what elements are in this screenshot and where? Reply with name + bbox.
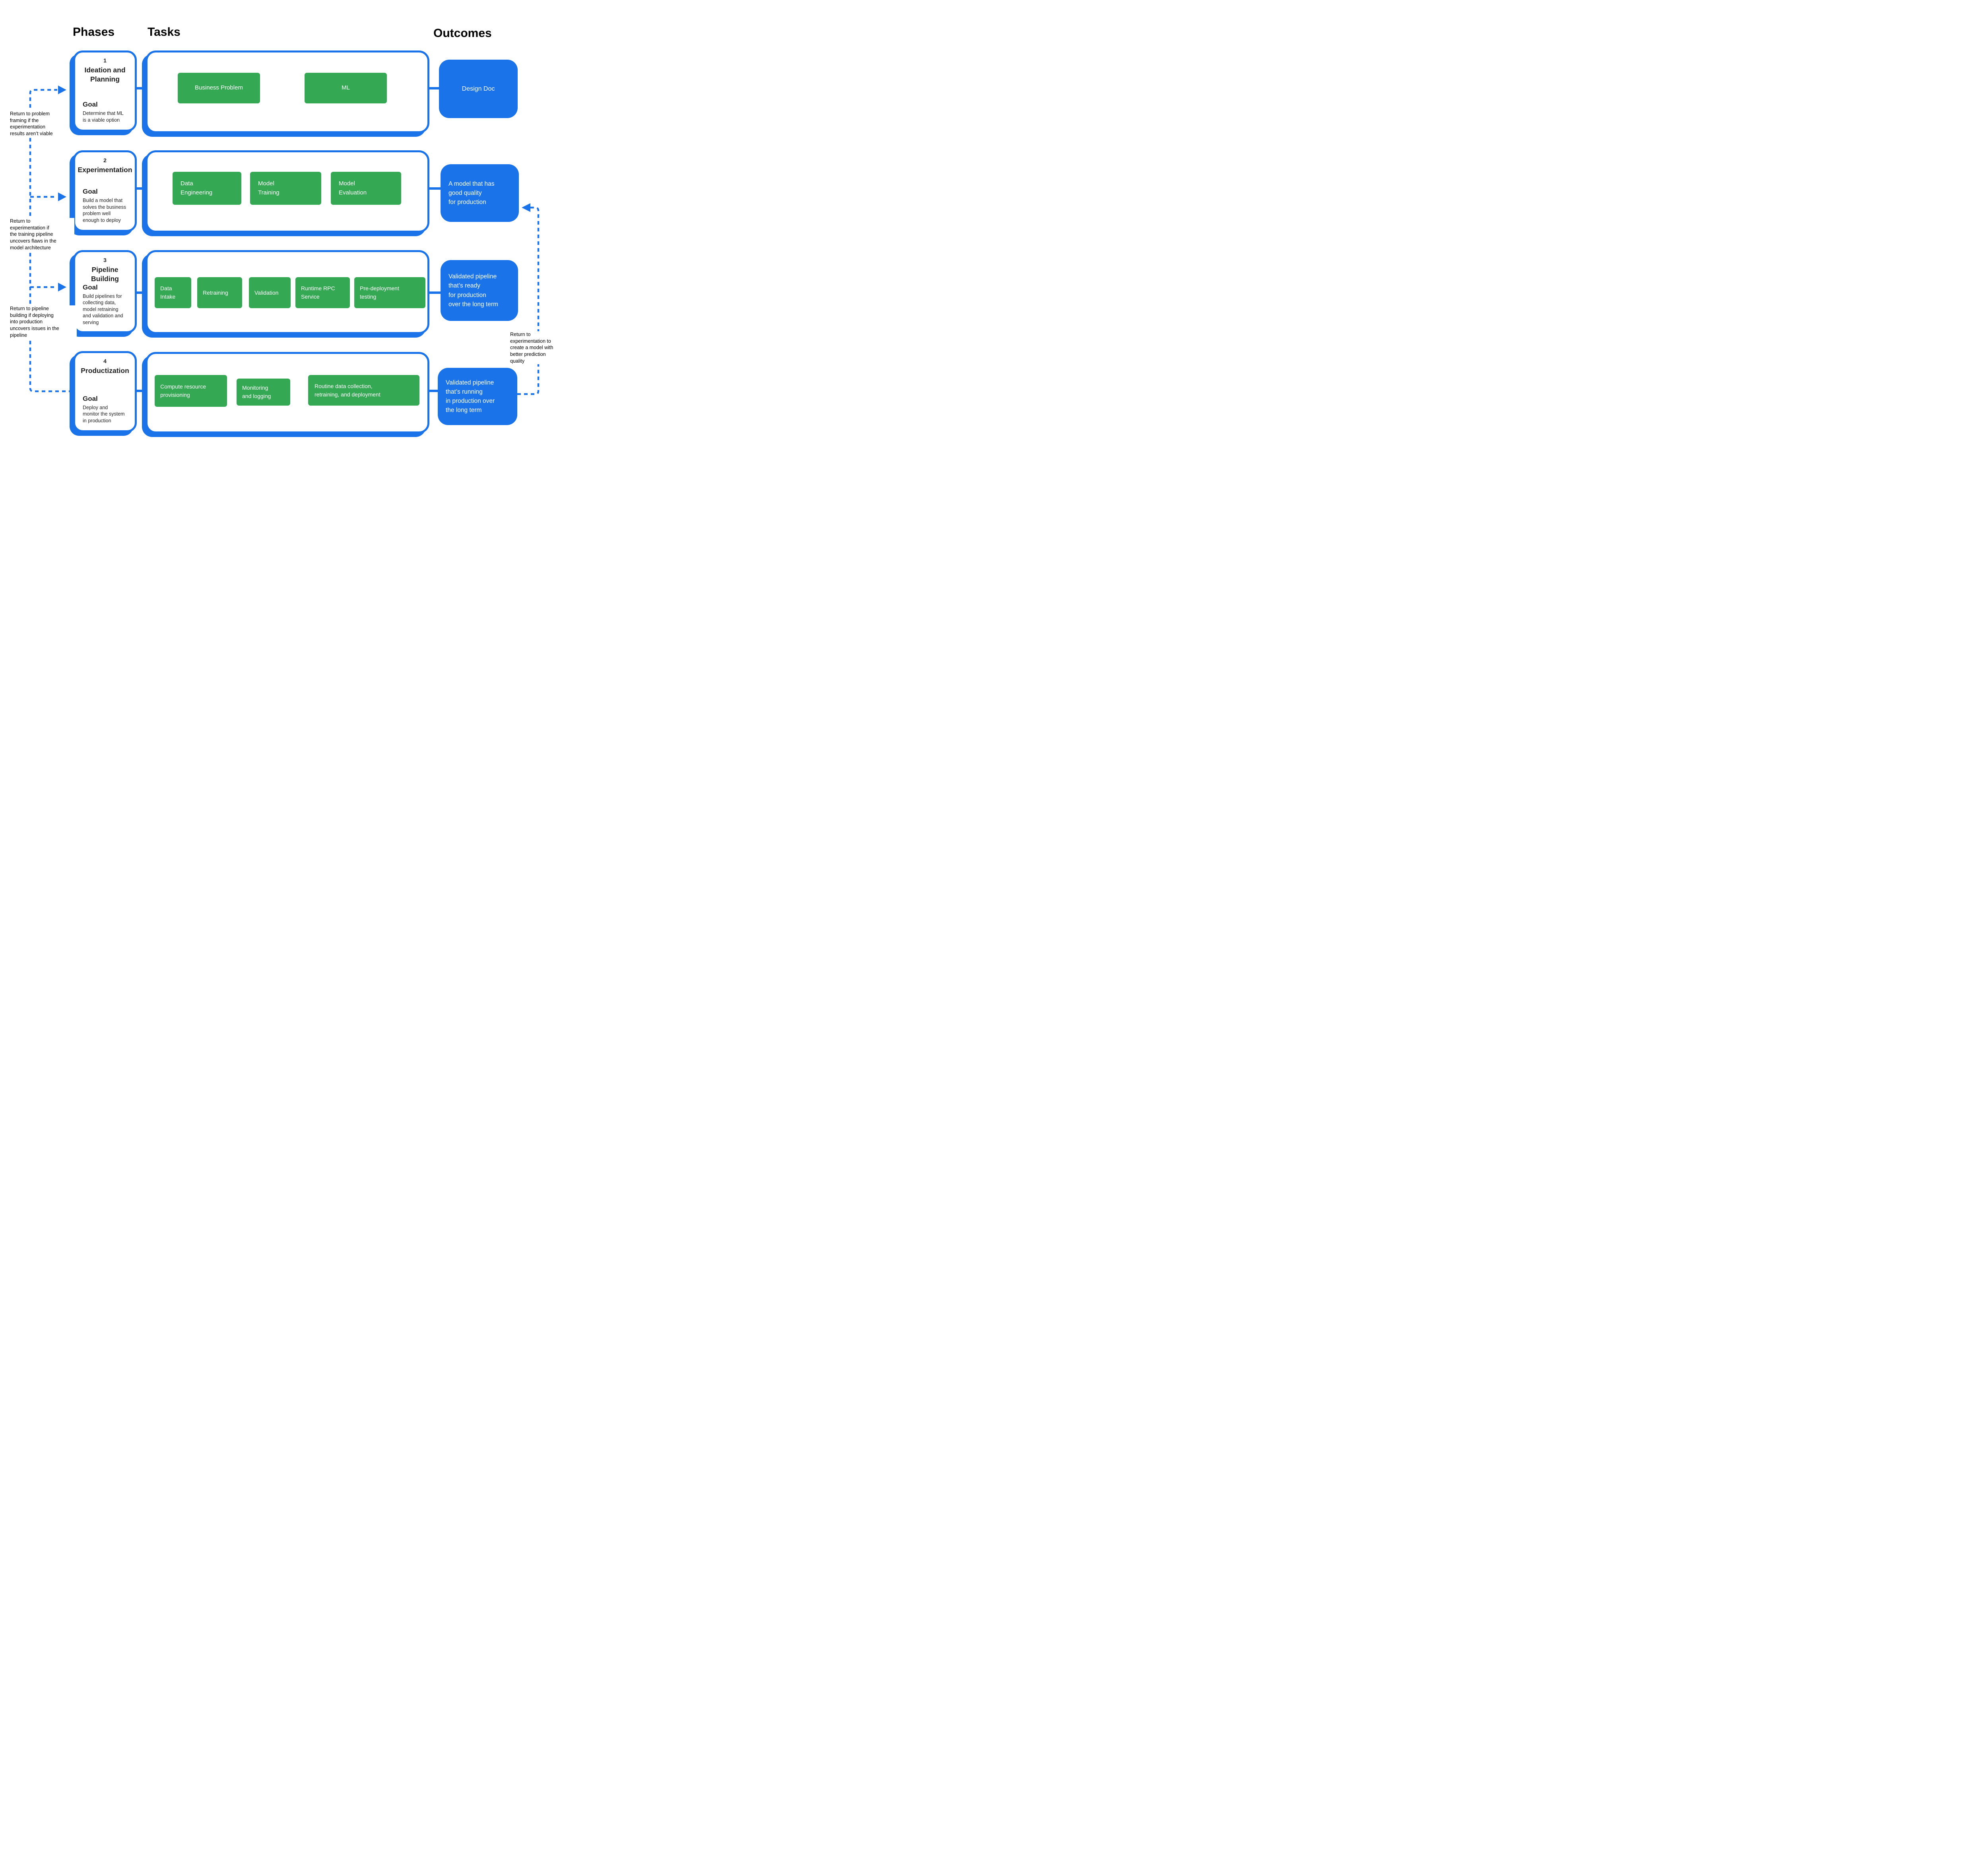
goal-label: Goal: [83, 283, 98, 291]
goal-label: Goal: [83, 101, 98, 108]
phase-goal: Goal Build a model that solves the busin…: [79, 188, 131, 223]
task-monitoring-and-logging: Monitoring and logging: [237, 379, 290, 406]
task-runtime-rpc-service: Runtime RPC Service: [295, 277, 350, 308]
phase-number: 1: [103, 57, 107, 64]
outcome-design-doc: Design Doc: [439, 60, 518, 118]
phase-card-experimentation: 2 Experimentation Goal Build a model tha…: [73, 150, 137, 232]
task-retraining: Retraining: [197, 277, 242, 308]
goal-text: Deploy and monitor the system in product…: [83, 404, 125, 423]
phase-number: 3: [103, 257, 107, 263]
note-return-to-experimentation: Return to experimentation if the trainin…: [10, 218, 74, 251]
phase-goal: Goal Determine that ML is a viable optio…: [79, 101, 131, 123]
phase-card-productization: 4 Productization Goal Deploy and monitor…: [73, 351, 137, 432]
task-data-intake: Data Intake: [155, 277, 191, 308]
task-ml: ML: [305, 73, 387, 103]
phase-goal: Goal Deploy and monitor the system in pr…: [79, 395, 131, 424]
goal-text: Build pipelines for collecting data, mod…: [83, 293, 123, 325]
column-header-tasks: Tasks: [148, 25, 181, 39]
task-compute-resource-provisioning: Compute resource provisioning: [155, 375, 227, 407]
arrow-return-to-phase2: [58, 192, 66, 201]
goal-text: Build a model that solves the business p…: [83, 198, 126, 223]
arrow-return-to-experimentation-outcome: [522, 203, 530, 212]
note-return-to-problem-framing: Return to problem framing if the experim…: [10, 111, 70, 137]
task-business-problem: Business Problem: [178, 73, 260, 103]
phase-card-pipeline-building: 3 Pipeline Building Goal Build pipelines…: [73, 250, 137, 333]
outcome-validated-pipeline-running: Validated pipeline that’s running in pro…: [438, 368, 517, 425]
task-validation: Validation: [249, 277, 291, 308]
task-routine-data-collection: Routine data collection, retraining, and…: [308, 375, 419, 406]
column-header-outcomes: Outcomes: [433, 27, 492, 40]
column-header-phases: Phases: [73, 25, 115, 39]
phase-title: Pipeline Building: [91, 266, 119, 283]
mlops-phases-diagram: Phases Tasks Outcomes 1 Ideation and Pla…: [0, 0, 564, 465]
outcome-validated-pipeline-ready: Validated pipeline that’s ready for prod…: [441, 260, 518, 321]
arrow-return-to-phase3: [58, 283, 66, 291]
phase-goal: Goal Build pipelines for collecting data…: [79, 284, 131, 326]
phase-title: Experimentation: [78, 166, 132, 174]
goal-label: Goal: [83, 188, 98, 195]
task-model-training: Model Training: [250, 172, 321, 205]
feedback-line-right: [517, 206, 540, 395]
outcome-model-good-quality: A model that has good quality for produc…: [441, 164, 519, 222]
phase-number: 2: [103, 157, 107, 163]
phase-card-ideation-planning: 1 Ideation and Planning Goal Determine t…: [73, 51, 137, 132]
note-return-to-experimentation-right: Return to experimentation to create a mo…: [510, 331, 564, 365]
task-data-engineering: Data Engineering: [173, 172, 241, 205]
task-predeployment-testing: Pre-deployment testing: [354, 277, 425, 308]
arrow-return-to-phase1: [58, 85, 66, 94]
goal-text: Determine that ML is a viable option: [83, 111, 124, 123]
phase-title: Ideation and Planning: [84, 66, 126, 83]
task-model-evaluation: Model Evaluation: [331, 172, 401, 205]
goal-label: Goal: [83, 394, 98, 402]
phase-title: Productization: [81, 367, 129, 375]
note-return-to-pipeline-building: Return to pipeline building if deploying…: [10, 305, 77, 339]
phase-number: 4: [103, 358, 107, 364]
